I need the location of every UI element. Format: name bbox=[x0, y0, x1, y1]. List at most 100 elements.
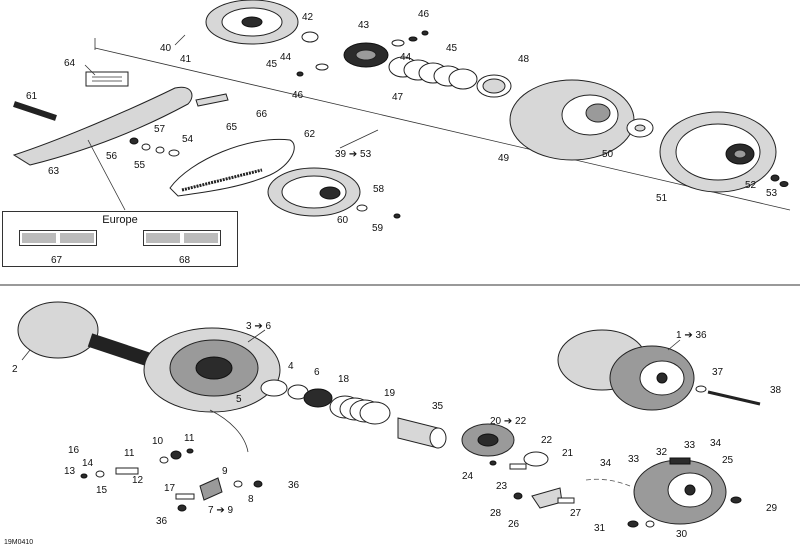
sheave-49 bbox=[509, 79, 635, 161]
nut-31 bbox=[627, 520, 639, 528]
callout-49: 49 bbox=[498, 153, 510, 164]
grommet-57 bbox=[155, 146, 165, 154]
callout-17: 17 bbox=[164, 483, 176, 494]
callout-20-22: 20 ➔ 22 bbox=[490, 416, 527, 427]
nut-24 bbox=[489, 460, 497, 466]
callout-46a: 46 bbox=[292, 90, 304, 101]
callout-34b: 34 bbox=[710, 438, 722, 449]
callout-36b: 36 bbox=[288, 480, 300, 491]
driven-pulley-small bbox=[267, 167, 361, 217]
pin-17 bbox=[175, 493, 195, 500]
weight-7-9 bbox=[199, 477, 223, 501]
europe-label: Europe bbox=[102, 214, 138, 226]
nut-36 bbox=[253, 480, 263, 488]
pin-27 bbox=[557, 497, 575, 504]
callout-1-36: 1 ➔ 36 bbox=[676, 330, 707, 341]
callout-3-6: 3 ➔ 6 bbox=[246, 321, 271, 332]
driven-pulley-half-41 bbox=[205, 0, 299, 45]
fixed-sheave-25 bbox=[633, 459, 727, 525]
ring-58 bbox=[356, 204, 368, 212]
spacer-55 bbox=[141, 143, 151, 151]
callout-45a: 45 bbox=[266, 59, 278, 70]
nut-45 bbox=[408, 36, 418, 42]
callout-21: 21 bbox=[562, 448, 574, 459]
callout-30: 30 bbox=[676, 529, 688, 540]
callout-7-9: 7 ➔ 9 bbox=[208, 505, 233, 516]
ring-4 bbox=[260, 379, 288, 397]
roller-32 bbox=[669, 457, 691, 465]
callout-39-53: 39 ➔ 53 bbox=[335, 149, 372, 160]
callout-44b: 44 bbox=[400, 52, 412, 63]
screw-46 bbox=[296, 71, 304, 77]
nut-11b bbox=[186, 448, 194, 454]
callout-23: 23 bbox=[496, 481, 508, 492]
callout-32: 32 bbox=[656, 447, 668, 458]
belt-guard-63 bbox=[12, 86, 193, 166]
bracket-65 bbox=[195, 93, 229, 107]
callout-33b: 33 bbox=[684, 440, 696, 451]
callout-62: 62 bbox=[304, 129, 316, 140]
callout-60: 60 bbox=[337, 215, 349, 226]
callout-46b: 46 bbox=[418, 9, 430, 20]
callout-15: 15 bbox=[96, 485, 108, 496]
callout-31: 31 bbox=[594, 523, 606, 534]
pin-23 bbox=[509, 463, 527, 470]
callout-4: 4 bbox=[288, 361, 294, 372]
screw-46b bbox=[421, 30, 429, 36]
callout-42: 42 bbox=[302, 12, 314, 23]
callout-52: 52 bbox=[745, 180, 757, 191]
callout-61: 61 bbox=[26, 91, 38, 102]
callout-63: 63 bbox=[48, 166, 60, 177]
callout-51: 51 bbox=[656, 193, 668, 204]
callout-41: 41 bbox=[180, 54, 192, 65]
assembly-axis-line bbox=[94, 47, 791, 211]
nut-53 bbox=[779, 181, 789, 187]
bushing-18 bbox=[303, 388, 333, 408]
washer-37 bbox=[695, 385, 707, 393]
callout-13: 13 bbox=[64, 466, 76, 477]
callout-16: 16 bbox=[68, 445, 80, 456]
callout-8: 8 bbox=[248, 494, 254, 505]
callout-37: 37 bbox=[712, 367, 724, 378]
bushing-8 bbox=[233, 480, 243, 488]
callout-18: 18 bbox=[338, 374, 350, 385]
callout-66: 66 bbox=[256, 109, 268, 120]
callout-29: 29 bbox=[766, 503, 778, 514]
callout-24: 24 bbox=[462, 471, 474, 482]
callout-2: 2 bbox=[12, 364, 18, 375]
sticker-68 bbox=[143, 230, 221, 246]
shaft-61 bbox=[13, 101, 57, 121]
callout-53: 53 bbox=[766, 188, 778, 199]
callout-54: 54 bbox=[182, 134, 194, 145]
callout-44a: 44 bbox=[280, 52, 292, 63]
callout-34a: 34 bbox=[600, 458, 612, 469]
bolt-28 bbox=[513, 492, 523, 500]
callout-11a: 11 bbox=[124, 448, 135, 459]
washer-14 bbox=[95, 470, 105, 478]
movable-sheave-3-6 bbox=[143, 327, 281, 413]
washer-44 bbox=[315, 63, 329, 71]
callout-64: 64 bbox=[64, 58, 76, 69]
ring-21 bbox=[523, 451, 549, 467]
callout-65: 65 bbox=[226, 122, 238, 133]
pin-12 bbox=[115, 467, 139, 475]
callout-45b: 45 bbox=[446, 43, 458, 54]
callout-68: 68 bbox=[179, 255, 191, 266]
callout-67: 67 bbox=[51, 255, 63, 266]
europe-sticker-box: Europe 67 68 bbox=[2, 211, 238, 267]
nut-56 bbox=[129, 137, 139, 145]
callout-38: 38 bbox=[770, 385, 782, 396]
roller-10 bbox=[170, 450, 182, 460]
bolt-52 bbox=[770, 174, 780, 182]
screw-13 bbox=[80, 473, 88, 479]
callout-10: 10 bbox=[152, 436, 164, 447]
figure-code: 19M0410 bbox=[4, 539, 34, 546]
callout-33a: 33 bbox=[628, 454, 640, 465]
screw-29 bbox=[730, 496, 742, 504]
callout-50: 50 bbox=[602, 149, 614, 160]
drive-pulley-assembly-1-36 bbox=[557, 329, 695, 411]
callout-57: 57 bbox=[154, 124, 166, 135]
spring-47 bbox=[388, 56, 478, 90]
driven-pulley-51 bbox=[659, 111, 777, 193]
